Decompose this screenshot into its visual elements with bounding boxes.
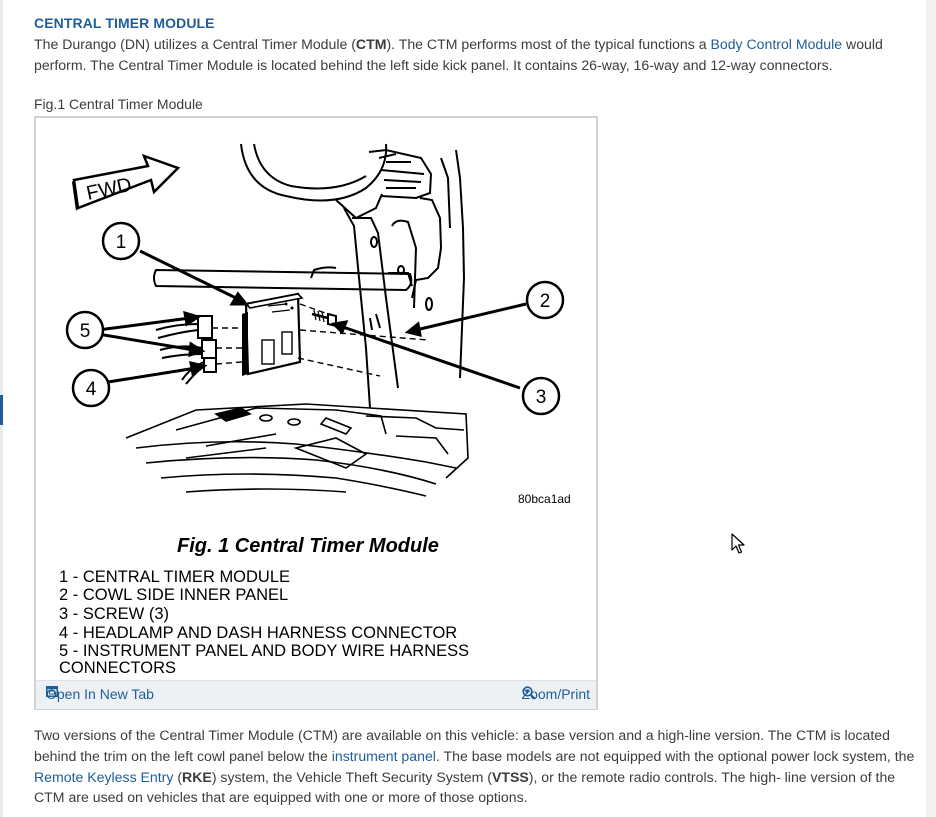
- intro-paragraph: The Durango (DN) utilizes a Central Time…: [34, 34, 914, 76]
- left-edge-accent: [0, 395, 3, 425]
- legend-item: 2 - COWL SIDE INNER PANEL: [59, 586, 288, 604]
- callout-circle-3: [521, 376, 561, 416]
- image-code: 80bca1ad: [518, 492, 571, 506]
- legend-item: 1 - CENTRAL TIMER MODULE: [59, 568, 290, 586]
- callout-circle-5: [65, 310, 105, 350]
- intro-text-1: The Durango (DN) utilizes a Central Time…: [34, 36, 356, 52]
- callout-4: 4: [86, 379, 97, 400]
- body-text-3: (: [173, 768, 183, 785]
- body-control-module-link[interactable]: Body Control Module: [710, 36, 843, 52]
- body-text-1: Two versions of the Central Timer Module…: [34, 727, 890, 764]
- figure-caption: Fig.1 Central Timer Module: [34, 96, 203, 112]
- callout-2: 2: [540, 291, 551, 312]
- legend-item: 5 - INSTRUMENT PANEL AND BODY WIRE HARNE…: [59, 642, 469, 660]
- zoom-print-link[interactable]: Zoom/Print: [522, 686, 590, 702]
- instrument-panel-link[interactable]: instrument panel: [331, 747, 436, 764]
- figure-toolbar: Open In New Tab Zoom/Print: [36, 680, 596, 709]
- callouts: 1 2 3 4 5: [65, 221, 565, 416]
- body-text-2: . The base models are not equipped with …: [435, 747, 915, 764]
- fwd-arrow: FWD: [72, 153, 181, 211]
- remote-keyless-entry-link[interactable]: Remote Keyless Entry: [34, 768, 174, 785]
- legend-item: 4 - HEADLAMP AND DASH HARNESS CONNECTOR: [59, 624, 457, 642]
- mouse-cursor-icon: [731, 533, 745, 554]
- rke-bold: RKE: [182, 768, 212, 785]
- central-timer-module: [242, 292, 304, 376]
- dash-structure: [153, 143, 466, 409]
- figure-legend: 1 - CENTRAL TIMER MODULE 2 - COWL SIDE I…: [59, 568, 469, 677]
- open-new-tab-link[interactable]: Open In New Tab: [46, 686, 154, 702]
- callout-circle-4: [71, 368, 111, 408]
- body-paragraph: Two versions of the Central Timer Module…: [34, 725, 918, 808]
- intro-text-2: ). The CTM performs most of the typical …: [386, 36, 711, 52]
- figure-title: Fig. 1 Central Timer Module: [177, 535, 439, 557]
- intro-text-3: would perform. The Central Timer Module …: [34, 36, 883, 73]
- section-heading: CENTRAL TIMER MODULE: [34, 15, 215, 31]
- body-text-4: ) system, the Vehicle Theft Security Sys…: [211, 768, 492, 785]
- legend-item: 3 - SCREW (3): [59, 605, 169, 623]
- zoom-print-label: Zoom/Print: [521, 686, 590, 702]
- body-text-5: ), or the remote radio controls. The hig…: [34, 768, 896, 806]
- open-new-tab-label: Open In New Tab: [46, 686, 154, 702]
- figure-box: FWD: [34, 116, 598, 710]
- intro-ctm-bold: CTM: [355, 36, 387, 52]
- vtss-bold: VTSS: [491, 768, 529, 785]
- callout-circle-2: [525, 280, 565, 320]
- scrollbar-track[interactable]: [926, 0, 936, 817]
- floor-area: [125, 403, 469, 497]
- zoom-icon: [521, 686, 536, 700]
- callout-3: 3: [536, 387, 547, 408]
- open-new-tab-icon: [46, 686, 58, 697]
- ctm-diagram: FWD: [59, 143, 571, 677]
- left-edge-strip: [0, 0, 3, 817]
- callout-5: 5: [80, 321, 91, 342]
- callout-1: 1: [116, 232, 127, 253]
- callout-circle-1: [101, 221, 141, 261]
- leader-lines: [97, 249, 527, 390]
- legend-item: CONNECTORS: [59, 659, 176, 677]
